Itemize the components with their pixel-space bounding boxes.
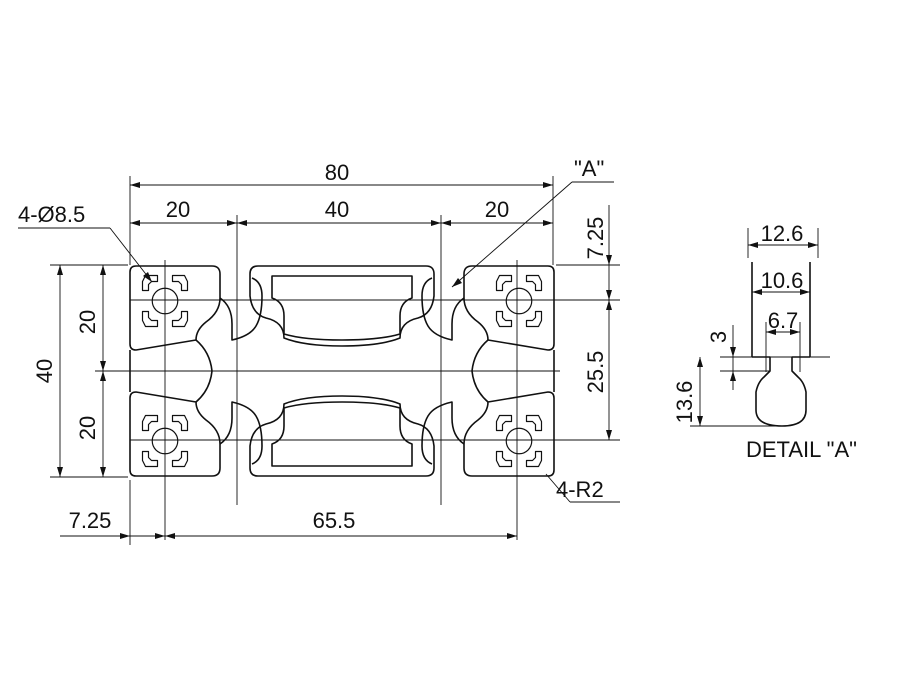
detail-width-inner: 6.7 bbox=[768, 308, 799, 333]
left-slot-lower bbox=[219, 401, 263, 465]
detail-a: 12.6 10.6 6.7 3 13.6 DETAIL "A" bbox=[672, 221, 857, 462]
core-top bbox=[249, 265, 435, 347]
detail-lip: 3 bbox=[706, 331, 731, 343]
detail-depth: 13.6 bbox=[672, 381, 697, 424]
left-upper-block bbox=[129, 265, 221, 351]
dim-hole-spacing: 65.5 bbox=[313, 508, 356, 533]
detail-width-mid: 10.6 bbox=[761, 268, 804, 293]
callout-holes: 4-Ø8.5 bbox=[18, 202, 85, 227]
bottom-dimensions: 7.25 65.5 4-R2 bbox=[60, 473, 620, 545]
dim-center-span: 40 bbox=[325, 197, 349, 222]
dim-edge-offset-right: 7.25 bbox=[583, 217, 608, 260]
dim-upper-half: 20 bbox=[75, 310, 100, 334]
core-hollow-lower bbox=[271, 401, 413, 467]
detail-title: DETAIL "A" bbox=[746, 437, 857, 462]
left-dimensions: 40 20 20 4-Ø8.5 bbox=[18, 202, 153, 478]
center-lines bbox=[95, 215, 560, 540]
left-slot bbox=[219, 277, 263, 341]
right-dimensions: 7.25 25.5 "A" bbox=[451, 156, 620, 441]
right-slot-lower bbox=[421, 401, 465, 465]
right-lower-block bbox=[463, 391, 555, 477]
pocket-bottom-right bbox=[495, 414, 543, 468]
dim-edge-offset-bottom: 7.25 bbox=[69, 508, 112, 533]
core-hollow bbox=[271, 275, 413, 341]
right-slot bbox=[421, 277, 465, 341]
left-lower-block bbox=[129, 391, 221, 477]
callout-radius: 4-R2 bbox=[556, 477, 604, 502]
right-upper-block bbox=[463, 265, 555, 351]
detail-width-outer: 12.6 bbox=[761, 221, 804, 246]
dim-overall-width: 80 bbox=[325, 160, 349, 185]
dim-left-slot: 20 bbox=[166, 197, 190, 222]
pocket-top-right bbox=[495, 274, 543, 328]
profile-outline bbox=[129, 265, 555, 477]
dim-slot-span-right: 25.5 bbox=[583, 351, 608, 394]
detail-reference: "A" bbox=[574, 156, 604, 181]
detail-slot-profile bbox=[752, 356, 810, 427]
dim-right-slot: 20 bbox=[485, 197, 509, 222]
dim-overall-height: 40 bbox=[32, 359, 57, 383]
top-dimensions: 80 20 40 20 bbox=[129, 160, 554, 265]
core-bottom bbox=[249, 395, 435, 477]
dim-lower-half: 20 bbox=[75, 416, 100, 440]
